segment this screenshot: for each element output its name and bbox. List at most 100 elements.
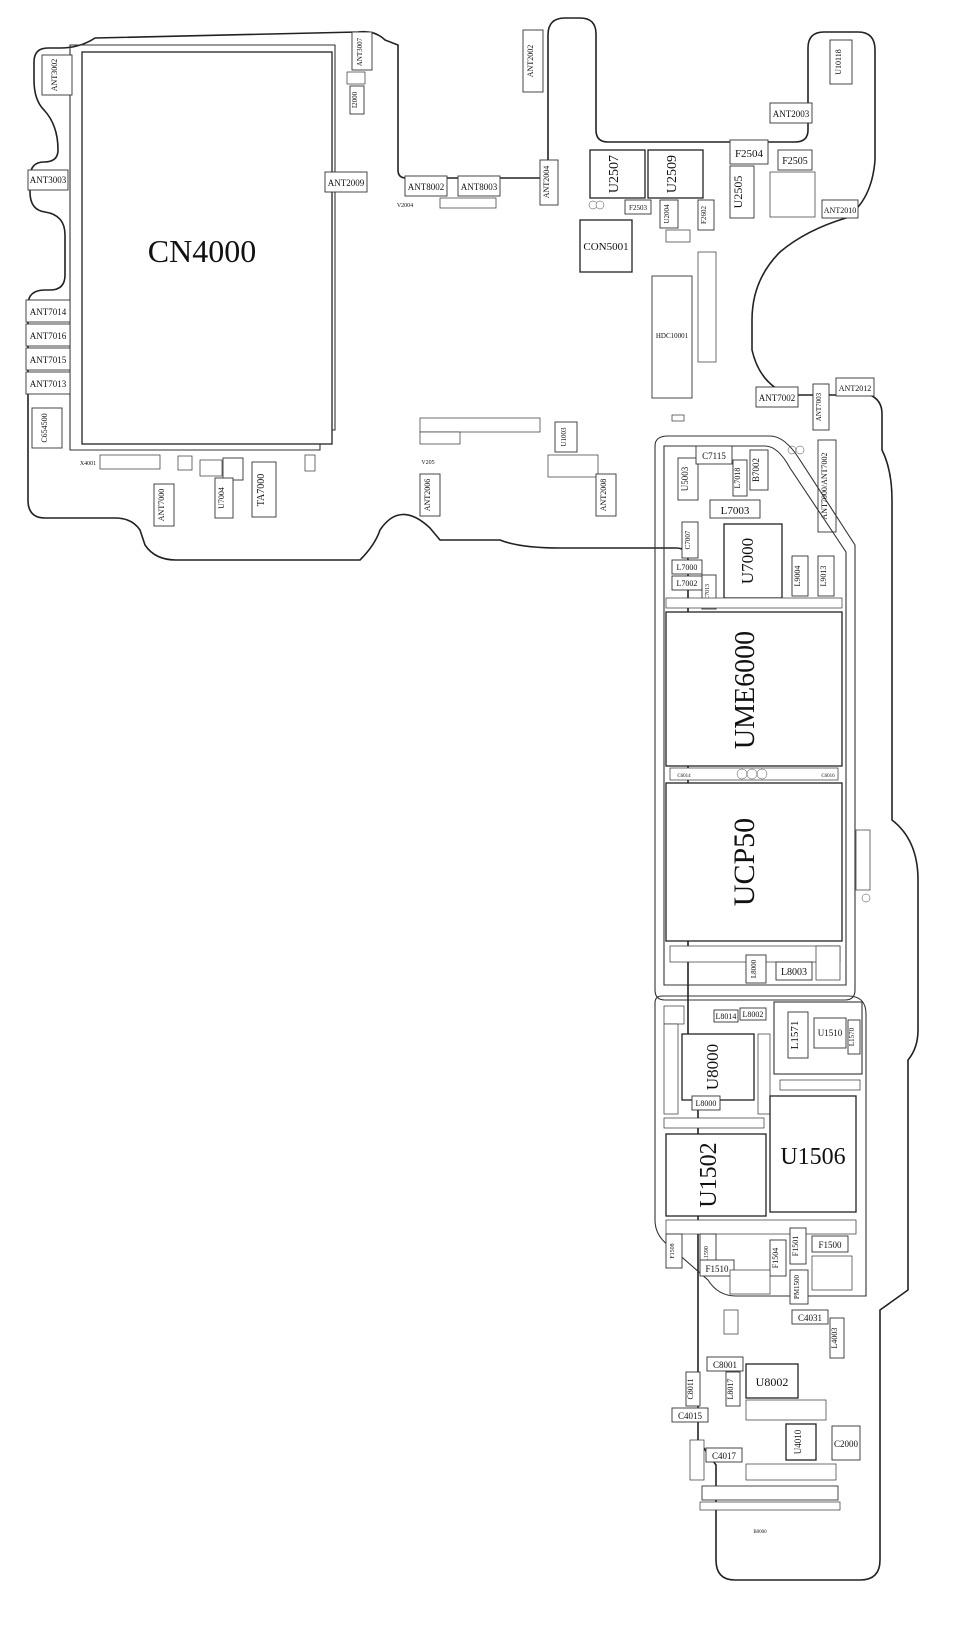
c4015-label: C4015	[678, 1411, 703, 1421]
c7007-label: C7007	[684, 530, 692, 549]
l7002-label: L7002	[677, 579, 698, 588]
ant7000-7002-label: ANT7000/ANT7002	[820, 452, 829, 519]
u7000-area: U5003 C7115 L7018 B7002 L7003 C7007 U700…	[665, 445, 843, 610]
u1506-chip	[769, 1095, 857, 1213]
l1590-label: L1590	[704, 1246, 710, 1262]
c6016-label: C6016	[821, 774, 835, 779]
c2000-label: C2000	[834, 1439, 859, 1449]
u8000-label: U8000	[703, 1044, 722, 1090]
u1502-area: U1502	[663, 1117, 767, 1217]
i2000-label: I2000	[351, 91, 359, 108]
l8000-label: L8000	[696, 1099, 717, 1108]
f1510-label: F1510	[705, 1264, 729, 1274]
below-ucp50-parts: L8000 L8003	[669, 945, 841, 984]
u1003-label: U1003	[560, 427, 568, 447]
ant7014-label: ANT7014	[30, 307, 67, 317]
f2602-label: F2602	[700, 206, 708, 224]
ume6000-label: UME6000	[730, 631, 761, 749]
u7004-label: U7004	[217, 487, 226, 509]
ant3003-label: ANT3003	[30, 175, 67, 185]
v205-label: V205	[421, 460, 434, 466]
cn4000-label: CN4000	[148, 233, 256, 269]
c8001-label: C8001	[713, 1360, 737, 1370]
l7018-label: L7018	[733, 468, 742, 489]
ant7002-label: ANT7002	[759, 393, 796, 403]
ume6000-chip-group: UME6000 C6014 C6016	[665, 611, 843, 781]
c7115-label: C7115	[702, 451, 726, 461]
hdc10001-connector: HDC10001	[651, 251, 717, 422]
f1504-label: F1504	[771, 1248, 780, 1268]
c7013-label: C7013	[705, 584, 711, 600]
l8003-label: L8003	[781, 967, 807, 978]
ant2010-label: ANT2010	[824, 206, 856, 215]
b7002-label: B7002	[751, 458, 761, 482]
ant2004-label: ANT2004	[542, 166, 551, 198]
main-column-inner	[663, 445, 847, 986]
ant2006-label: ANT2006	[423, 479, 432, 511]
u2004-label: U2004	[663, 204, 671, 224]
u1510-label: U1510	[818, 1028, 843, 1038]
con5001-label: CON5001	[583, 241, 628, 253]
f2505-label: F2505	[782, 156, 808, 167]
l7000-label: L7000	[677, 563, 698, 572]
f2503-label: F2503	[629, 204, 647, 212]
bottom-section: C4031 L4003 C8001 C8011 L8017 U8002 C401…	[671, 1309, 861, 1535]
hdc10001-label: HDC10001	[656, 332, 689, 340]
l1571-area: L1571 U1510 L1570	[773, 1001, 863, 1091]
u10118-label: U10118	[834, 49, 843, 74]
ant7000-label: ANT7000	[157, 489, 166, 521]
ant7015-label: ANT7015	[30, 355, 67, 365]
u8002-label: U8002	[756, 1375, 789, 1389]
ant2002-label: ANT2002	[526, 45, 535, 77]
c654500-label: C654500	[40, 413, 49, 442]
v2004-label: V2004	[397, 203, 413, 209]
top-right-cluster: U10118 ANT2003 U2507 U2509 F2504 F2505 U…	[579, 39, 859, 273]
ant3002-label: ANT3002	[50, 59, 59, 91]
u1502-label: U1502	[696, 1142, 722, 1207]
ant7013-label: ANT7013	[30, 379, 67, 389]
center-parts: V205 ANT2006 U1003 ANT2008	[419, 417, 617, 517]
u8000-area: L8014 L8002 U8000 L8000	[663, 1005, 771, 1115]
ant2012-label: ANT2012	[839, 384, 871, 393]
u7000-label: U7000	[738, 538, 757, 584]
l4003-label: L4003	[830, 1328, 839, 1349]
ant7003-label: ANT7003	[815, 392, 823, 421]
l8014-label: L8014	[716, 1012, 737, 1021]
c6014-label: C6014	[677, 774, 691, 779]
u4010-label: U4010	[793, 1429, 803, 1454]
ant2009-label: ANT2009	[328, 178, 365, 188]
ucp50-label: UCP50	[728, 818, 761, 906]
f2504-label: F2504	[735, 148, 764, 160]
f1508-label: F1508	[670, 1243, 676, 1258]
power-area: F1508 L1590 F1510 F1504 F1501 F1500 PM15…	[665, 1219, 857, 1305]
main-column-outline	[654, 435, 856, 1001]
ant8002-label: ANT8002	[408, 182, 445, 192]
f1501-label: F1501	[791, 1236, 800, 1256]
f1500-label: F1500	[818, 1240, 842, 1250]
l1571-label: L1571	[789, 1021, 801, 1050]
left-antenna-group: ANT3002 ANT3003 ANT7014 ANT7016 ANT7015 …	[25, 54, 96, 467]
pm1500-label: PM1500	[793, 1274, 801, 1299]
ta7000-label: TA7000	[256, 474, 267, 507]
board-outline	[27, 17, 919, 1581]
top-center-parts: ANT3007 I2000 ANT2009 ANT2002 ANT8002 AN…	[324, 29, 559, 209]
right-antenna-group: ANT7002 ANT2012 ANT7003 ANT7000/ANT7002	[755, 377, 875, 533]
u2509-label: U2509	[665, 155, 680, 193]
ant2003-label: ANT2003	[773, 109, 810, 119]
c8011-label: C8011	[686, 1378, 695, 1399]
c4031-label: C4031	[798, 1313, 822, 1323]
x4001-label: X4001	[80, 461, 96, 467]
l1570-label: L1570	[848, 1027, 856, 1046]
l9013-label: L9013	[819, 566, 828, 587]
b0000-label: B0000	[753, 1530, 767, 1535]
u1502-chip	[665, 1133, 767, 1217]
u2505-label: U2505	[731, 176, 745, 209]
u1506-label: U1506	[780, 1144, 845, 1170]
ant8003-label: ANT8003	[461, 182, 498, 192]
l8002-label: L8002	[743, 1010, 764, 1019]
l8017-label: L8017	[726, 1379, 735, 1400]
l8000b-label: L8000	[750, 959, 758, 978]
ucp50-chip	[665, 782, 843, 942]
ume6000-chip	[665, 611, 843, 767]
u5003-label: U5003	[680, 466, 690, 491]
